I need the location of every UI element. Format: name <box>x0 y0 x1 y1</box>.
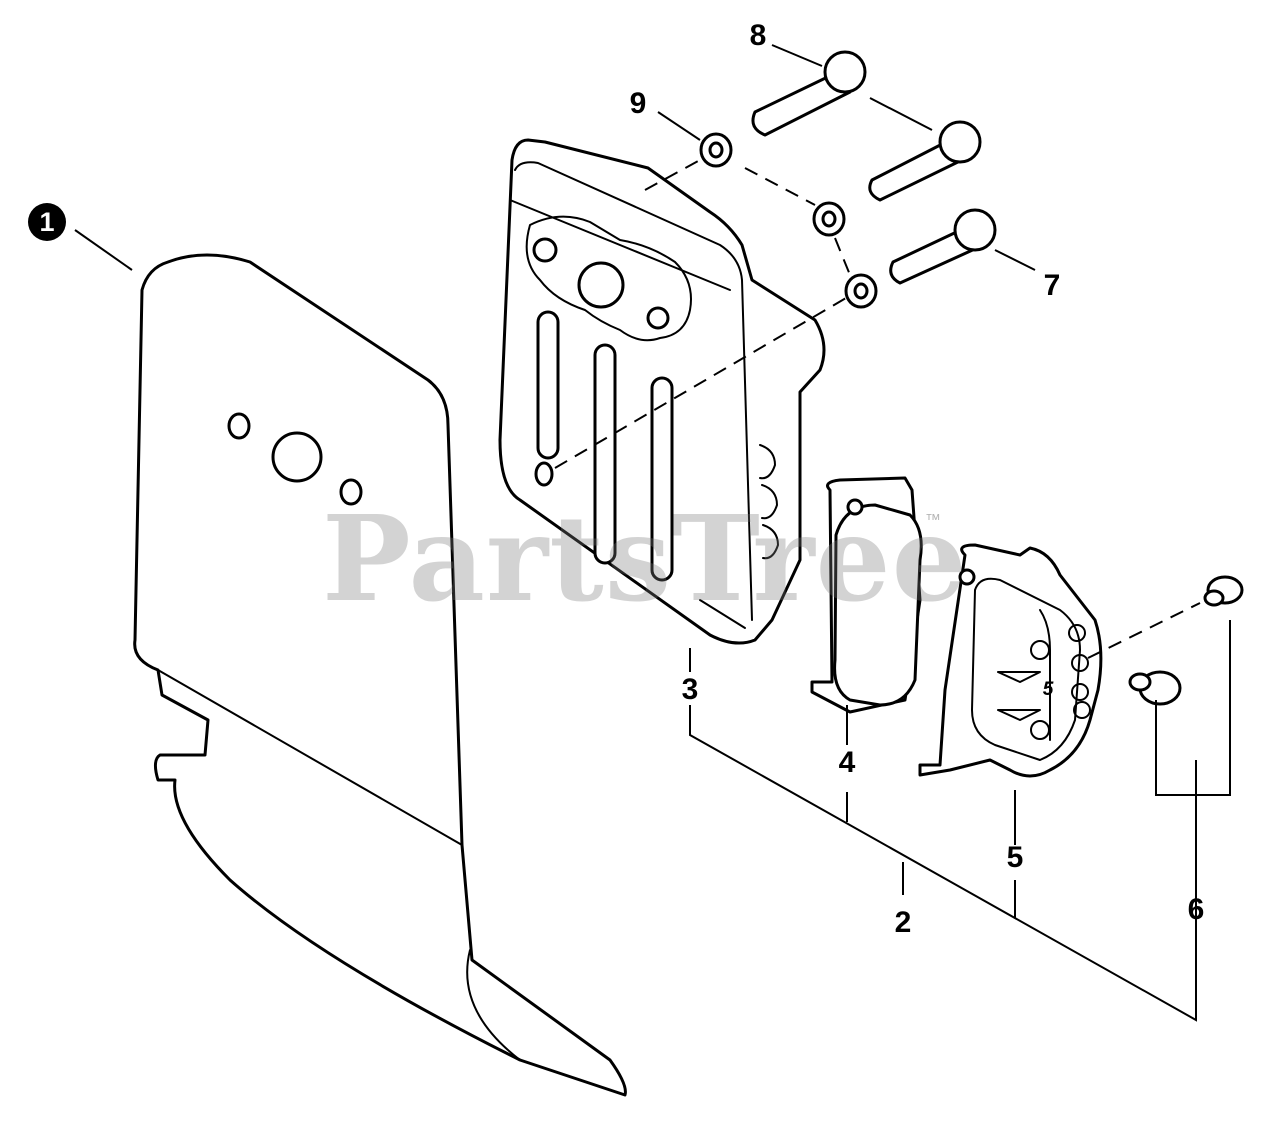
callout-4[interactable]: 4 <box>838 746 856 779</box>
callout-8[interactable]: 8 <box>749 19 767 52</box>
screw-icon[interactable] <box>1128 670 1182 706</box>
callout-7[interactable]: 7 <box>1043 269 1061 302</box>
callout-9[interactable]: 9 <box>629 87 647 120</box>
callout-3[interactable]: 3 <box>681 673 699 706</box>
part-stamp-label: 5 <box>1042 679 1054 700</box>
muffler-cover-icon[interactable] <box>918 543 1103 778</box>
callout-1[interactable]: 1 <box>28 203 66 241</box>
bolt-icon[interactable] <box>751 50 867 137</box>
heat-shield-icon[interactable] <box>133 253 627 1097</box>
spark-arrestor-screen-icon[interactable] <box>810 476 923 714</box>
muffler-body-icon[interactable] <box>498 138 826 645</box>
bolt-icon[interactable] <box>889 208 997 285</box>
callout-5[interactable]: 5 <box>1006 841 1024 874</box>
screw-icon[interactable] <box>1203 575 1244 607</box>
washer-icon[interactable] <box>844 273 878 309</box>
callout-6[interactable]: 6 <box>1187 893 1205 926</box>
callout-2[interactable]: 2 <box>894 906 912 939</box>
leader-lines <box>74 44 1231 1022</box>
bolt-icon[interactable] <box>868 120 982 202</box>
washer-icon[interactable] <box>699 132 733 168</box>
assembly-lines <box>554 159 1201 659</box>
washer-icon[interactable] <box>812 201 846 237</box>
watermark-text: PartsTree <box>322 489 968 628</box>
watermark-trademark: ™ <box>925 512 941 529</box>
